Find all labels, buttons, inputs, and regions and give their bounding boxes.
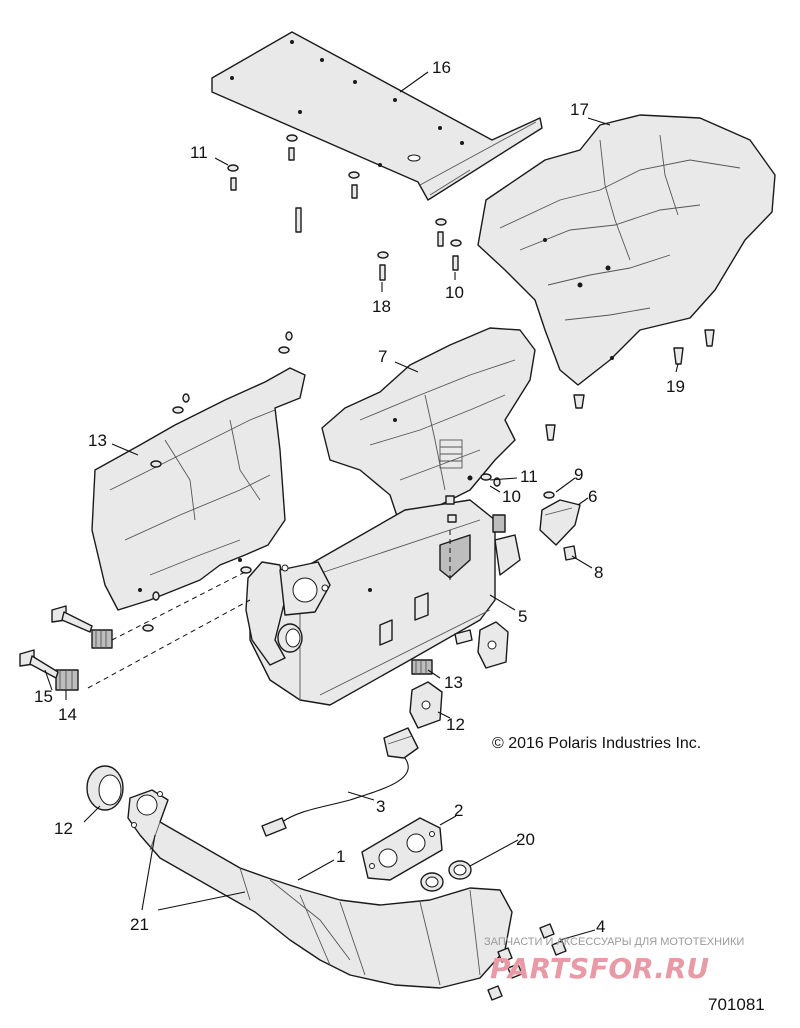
isolator-mount-14 (409, 621, 509, 729)
spring-15 (411, 514, 506, 675)
callout-22: 20 (516, 830, 535, 849)
callout-17: 15 (34, 687, 53, 706)
leader-lines (44, 71, 679, 941)
callout-9: 9 (574, 465, 583, 484)
callout-10-mid: 10 (502, 487, 521, 506)
watermark-brand: PARTSFOR.RU (490, 952, 709, 985)
muffler-5 (249, 499, 521, 706)
callout-20: 18 (372, 297, 391, 316)
callout-1: 1 (336, 847, 345, 866)
callout-11-mid: 11 (520, 467, 538, 486)
callout-8: 8 (594, 563, 603, 582)
callout-15: 13 (444, 673, 463, 692)
heat-shield-plate-18 (211, 31, 543, 201)
callout-21: 19 (666, 377, 685, 396)
callout-6: 6 (588, 487, 597, 506)
figure-id: 701081 (708, 995, 765, 1014)
callout-18: 16 (432, 58, 451, 77)
end-cap-6 (539, 499, 581, 546)
copyright-notice: © 2016 Polaris Industries Inc. (492, 735, 701, 752)
heat-shield-left-13 (91, 367, 306, 611)
bolt-4 (487, 923, 567, 1001)
bolt-17 (19, 605, 93, 679)
callout-2: 2 (454, 801, 463, 820)
callout-19: 17 (570, 100, 589, 119)
callout-16: 14 (58, 705, 77, 724)
gasket-2 (361, 817, 443, 881)
watermark-tagline: ЗАПЧАСТИ И АКСЕССУАРЫ ДЛЯ МОТОТЕХНИКИ (484, 936, 744, 948)
heat-shield-upper-19 (477, 114, 776, 386)
callout-14: 12 (446, 715, 465, 734)
fastener-set (142, 134, 715, 645)
head-pipe-1 (127, 789, 513, 989)
callout-10-top: 10 (445, 283, 464, 302)
callout-12: 12 (54, 819, 73, 838)
callout-11-top: 11 (190, 143, 208, 162)
callout-7: 7 (378, 347, 387, 366)
oxygen-sensor-3 (261, 727, 419, 837)
assembly-dashed-lines (87, 530, 451, 689)
callout-3: 3 (376, 797, 385, 816)
callout-4: 4 (596, 917, 605, 936)
seal-ring-22 (420, 860, 472, 892)
spring-16 (55, 629, 113, 691)
callout-5: 5 (518, 607, 527, 626)
muffler-inlet-flange (245, 561, 331, 666)
gasket-ring-12 (86, 765, 124, 811)
callout-13: 13 (88, 431, 107, 450)
callout-labels: 16 17 11 18 10 7 19 13 11 9 10 6 8 5 13 … (34, 58, 685, 936)
callout-23: 21 (130, 915, 149, 934)
